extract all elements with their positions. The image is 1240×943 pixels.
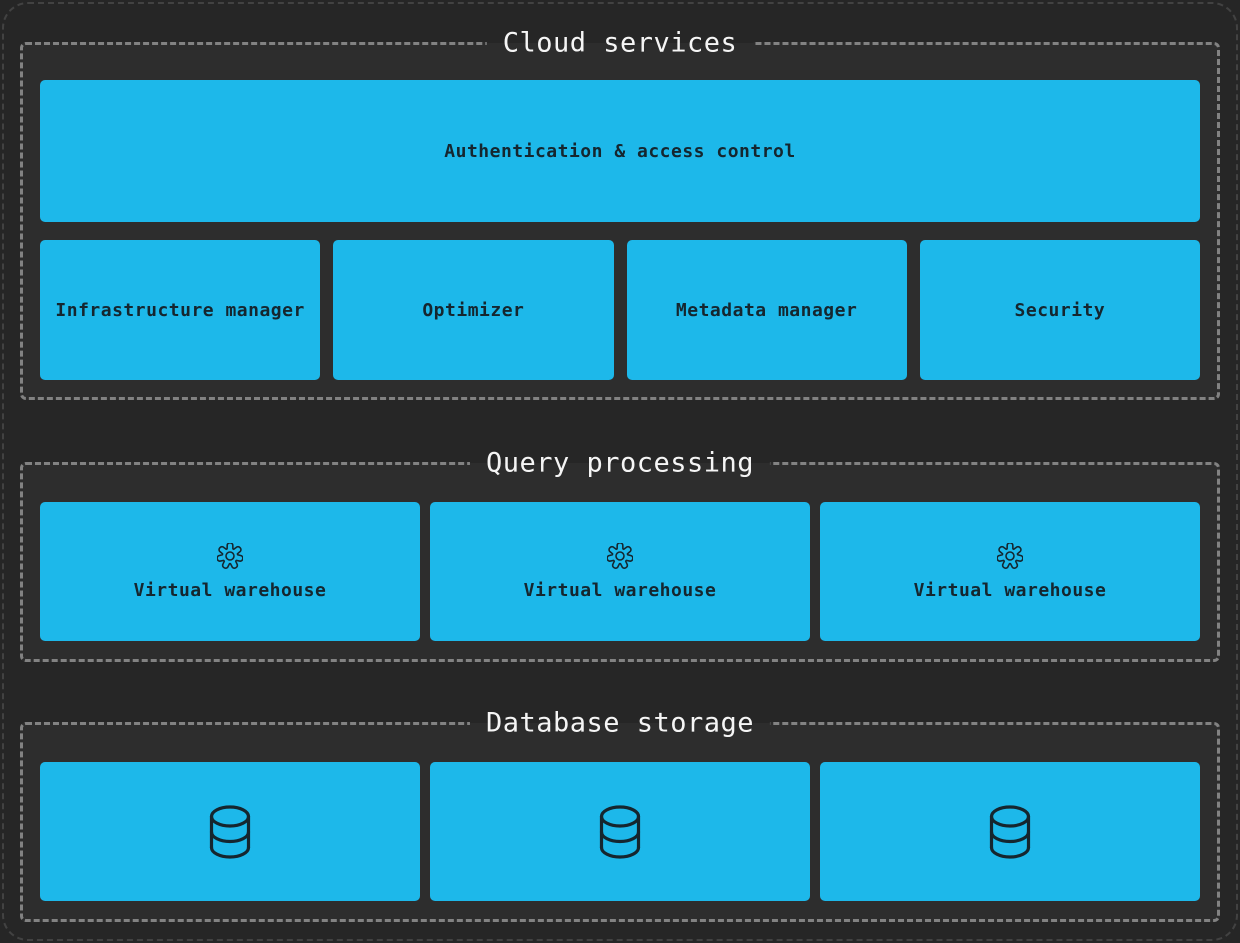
virtual-warehouse-label: Virtual warehouse [913, 579, 1107, 601]
virtual-warehouse-label: Virtual warehouse [523, 579, 717, 601]
security-label: Security [1014, 299, 1106, 321]
database-icon [983, 803, 1037, 861]
virtual-warehouse-box-2: Virtual warehouse [430, 502, 810, 641]
auth-access-control-label: Authentication & access control [444, 140, 796, 162]
section-cloud-services: Cloud services Authentication & access c… [20, 24, 1220, 400]
gear-icon [217, 542, 243, 569]
database-box-1 [40, 762, 420, 901]
database-storage-row [40, 762, 1200, 901]
gear-icon [997, 542, 1023, 569]
section-query-processing: Query processing Virtual warehouse [20, 444, 1220, 662]
section-database-storage: Database storage [20, 704, 1220, 922]
cloud-services-row: Infrastructure manager Optimizer Metadat… [40, 240, 1200, 380]
section-title-cloud-services: Cloud services [486, 24, 754, 62]
database-box-2 [430, 762, 810, 901]
optimizer-box: Optimizer [333, 240, 614, 380]
metadata-manager-box: Metadata manager [626, 240, 907, 380]
database-icon [593, 803, 647, 861]
infrastructure-manager-label: Infrastructure manager [55, 299, 305, 321]
section-title-database-storage: Database storage [469, 704, 771, 742]
database-icon [203, 803, 257, 861]
section-title-query-processing: Query processing [469, 444, 771, 482]
virtual-warehouse-box-1: Virtual warehouse [40, 502, 420, 641]
database-box-3 [820, 762, 1200, 901]
optimizer-label: Optimizer [422, 299, 525, 321]
auth-access-control-box: Authentication & access control [40, 80, 1200, 222]
security-box: Security [919, 240, 1200, 380]
virtual-warehouse-box-3: Virtual warehouse [820, 502, 1200, 641]
virtual-warehouse-label: Virtual warehouse [133, 579, 327, 601]
infrastructure-manager-box: Infrastructure manager [40, 240, 321, 380]
metadata-manager-label: Metadata manager [675, 299, 858, 321]
gear-icon [607, 542, 633, 569]
query-processing-row: Virtual warehouse Virtual warehouse [40, 502, 1200, 641]
